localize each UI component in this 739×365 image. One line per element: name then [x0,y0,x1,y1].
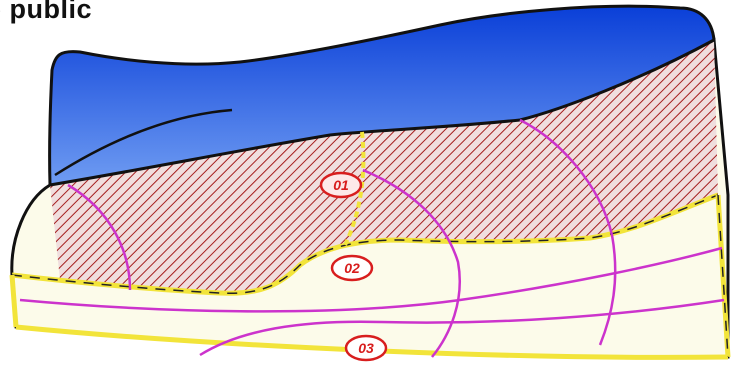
zone-label-01-text: 01 [333,177,349,193]
zone-label-03: 03 [346,336,386,360]
zone-label-01: 01 [321,173,361,197]
zone-label-02: 02 [332,256,372,280]
zone-label-03-text: 03 [358,340,374,356]
zone-label-02-text: 02 [344,260,360,276]
